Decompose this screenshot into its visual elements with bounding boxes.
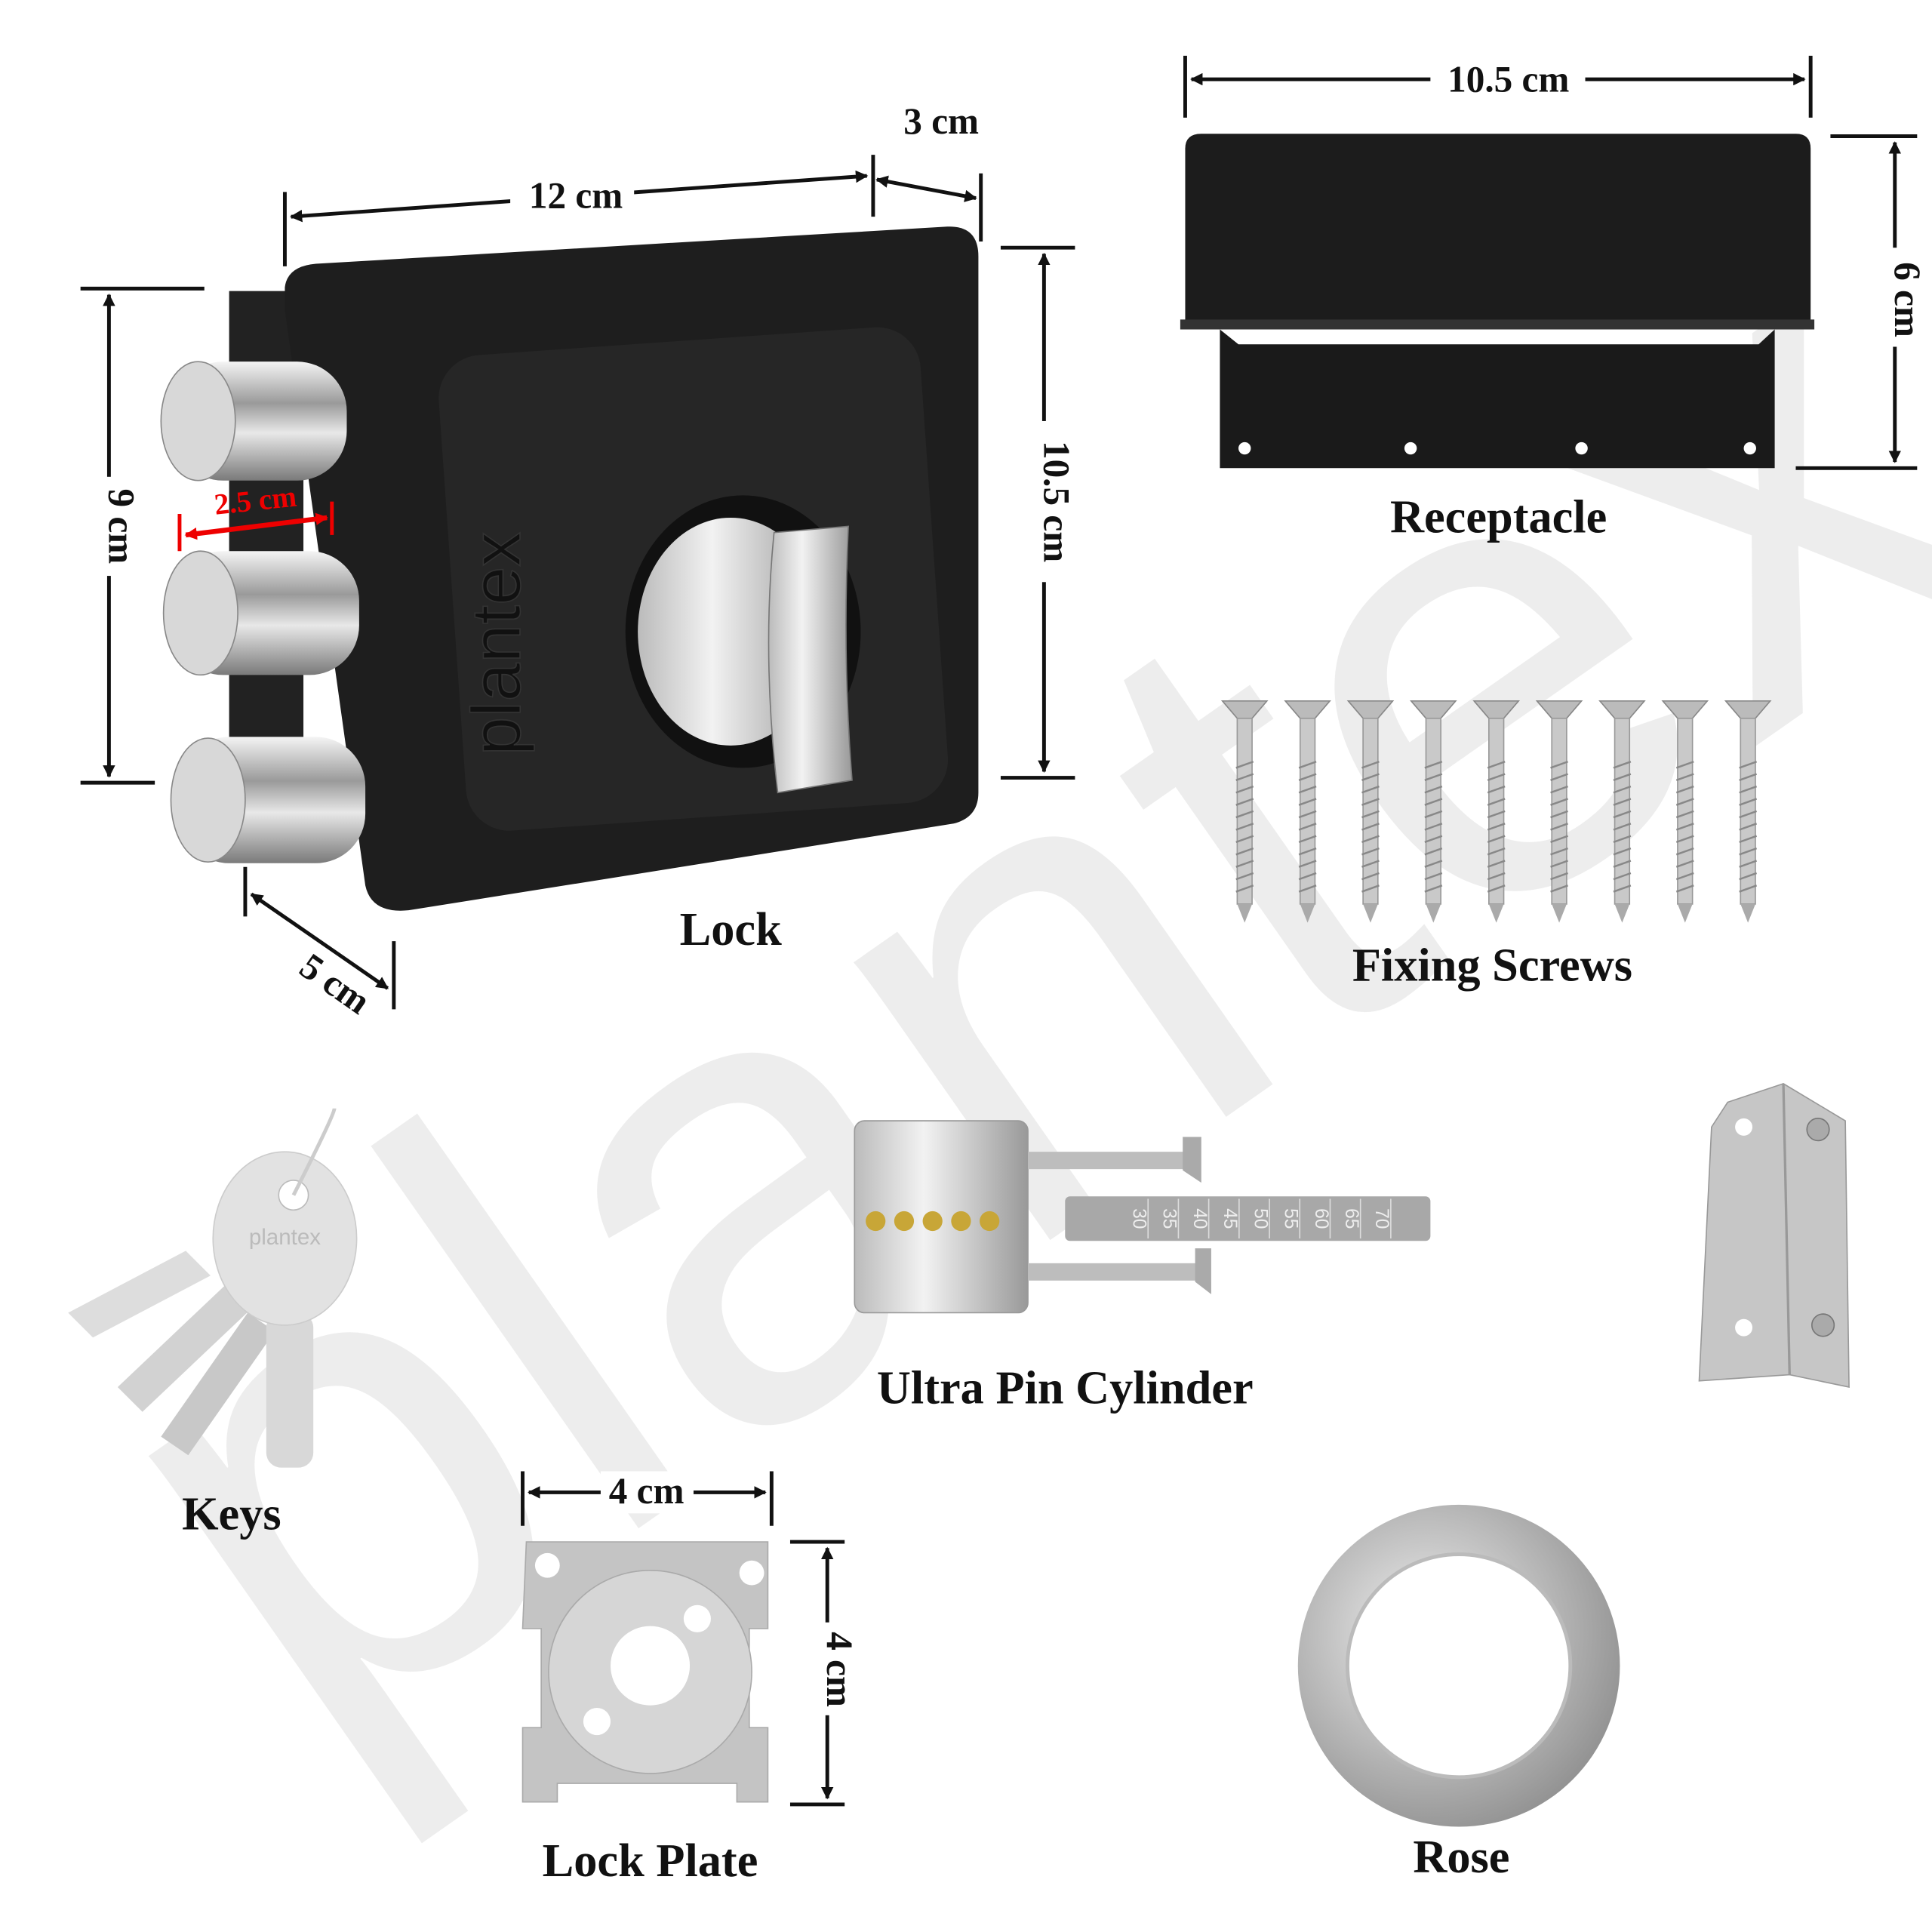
- lock-plate-height-dim: 4 cm: [819, 1632, 860, 1707]
- scale-mark: 35: [1159, 1208, 1180, 1229]
- screw: [1284, 700, 1331, 923]
- scale-mark: 40: [1189, 1208, 1210, 1229]
- fixing-screws-illustration: [1220, 700, 1772, 923]
- rose-label: Rose: [1413, 1831, 1509, 1883]
- receptacle-width-dim: 10.5 cm: [1447, 58, 1569, 100]
- screw: [1220, 700, 1269, 923]
- screw: [1410, 700, 1457, 923]
- angle-bracket-illustration: [1698, 1082, 1850, 1388]
- lock-height-dim: 10.5 cm: [1035, 441, 1077, 562]
- bolts: [160, 361, 366, 863]
- screw: [1598, 700, 1646, 923]
- screw: [1535, 700, 1583, 923]
- lock-top-depth-dim: 3 cm: [903, 100, 979, 142]
- screw: [1724, 700, 1772, 923]
- scale-mark: 70: [1371, 1208, 1392, 1229]
- scale-mark: 50: [1250, 1208, 1270, 1229]
- lock-brand-mark: plantex: [458, 532, 535, 755]
- lock-plate-width-dim: 4 cm: [609, 1470, 685, 1512]
- receptacle-height-dim: 6 cm: [1887, 262, 1928, 337]
- thumb-turn-knob: [625, 495, 861, 794]
- keys-label: Keys: [182, 1488, 281, 1540]
- lock-label: Lock: [680, 903, 782, 955]
- receptacle-illustration: 10.5 cm 6 cm Receptacle: [1180, 55, 1928, 543]
- bolt-span-dim: 9 cm: [100, 489, 142, 565]
- scale-mark: 55: [1281, 1208, 1301, 1229]
- lock-illustration: plantex 12 cm 3 cm 10.5 cm: [80, 100, 1077, 1022]
- scale-mark: 65: [1341, 1208, 1361, 1229]
- lock-plate-illustration: 4 cm 4 cm Lock Plate: [521, 1470, 860, 1887]
- cylinder-label: Ultra Pin Cylinder: [877, 1361, 1254, 1414]
- lock-width-dim: 12 cm: [529, 175, 623, 217]
- keys-illustration: plantex Keys: [68, 1108, 358, 1540]
- fixing-screws-label: Fixing Screws: [1352, 940, 1632, 992]
- lock-plate-label: Lock Plate: [543, 1835, 758, 1887]
- key-brand-mark: plantex: [249, 1225, 321, 1250]
- screw: [1472, 700, 1521, 923]
- receptacle-label: Receptacle: [1390, 491, 1607, 543]
- rose-illustration: Rose: [1297, 1504, 1620, 1883]
- scale-mark: 30: [1129, 1208, 1149, 1229]
- screw: [1661, 700, 1709, 923]
- scale-mark: 45: [1220, 1208, 1240, 1229]
- screw: [1346, 700, 1395, 923]
- scale-mark: 60: [1311, 1208, 1331, 1229]
- ultra-pin-cylinder-illustration: 30 35 40 45 50 55 60 65 70 Ultra Pin Cylinder: [854, 1120, 1431, 1414]
